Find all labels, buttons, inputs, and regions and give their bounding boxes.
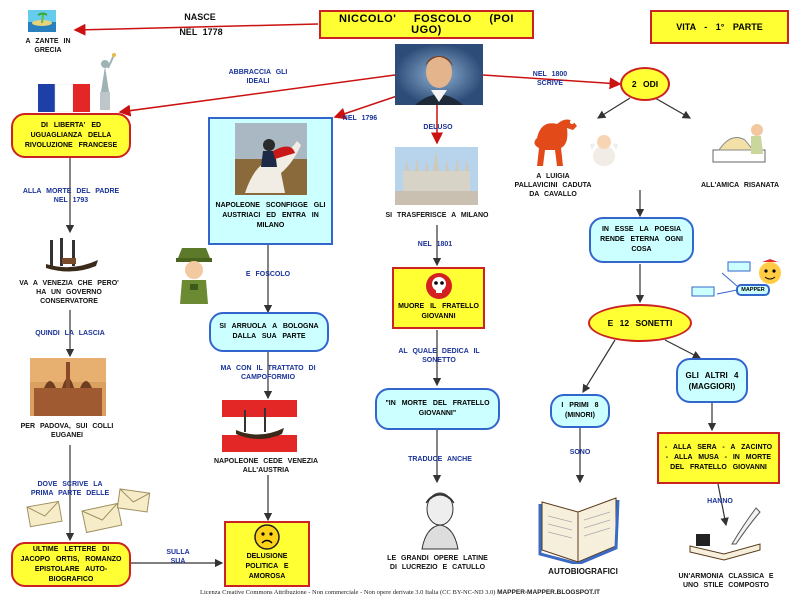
al-quale-link: AL QUALE DEDICA IL SONETTO (398, 348, 480, 364)
letters-image (22, 485, 157, 540)
site-link[interactable]: MAPPER-MAPPER.BLOGSPOT.IT (497, 589, 601, 596)
liberty-statue-image (92, 52, 118, 110)
mapper-badge: MAPPER (736, 284, 770, 296)
hanno-link: HANNO (707, 498, 733, 505)
skull-icon (425, 272, 453, 300)
due-odi-ellipse: 2 ODI (620, 67, 670, 101)
maggiori-box: GLI ALTRI 4 (MAGGIORI) (676, 358, 748, 403)
french-flag-image (38, 83, 90, 113)
sonetti-ellipse: E 12 SONETTI (588, 304, 692, 342)
vita-box: VITA - 1° PARTE (650, 10, 789, 44)
sad-face-icon (254, 524, 280, 550)
dove-link: DOVE SCRIVE LA PRIMA PARTE DELLE (30, 481, 110, 497)
quill-book-image (686, 504, 768, 570)
milano-text: SI TRASFERISCE A MILANO (385, 212, 489, 219)
napoleone-box: NAPOLEONE SCONFIGGE GLI AUSTRIACI ED ENT… (208, 117, 333, 245)
bologna-box: SI ARRUOLA A BOLOGNA DALLA SUA PARTE (209, 312, 329, 352)
poet-bust-image (412, 485, 468, 551)
nel1801-link: NEL 1801 (417, 241, 453, 248)
milan-cathedral-image (395, 147, 478, 205)
minori-box: I PRIMI 8 (MINORI) (550, 394, 610, 428)
delusione-box: DELUSIONE POLITICA E AMOROSA (224, 521, 310, 587)
armonia-text: UN'ARMONIA CLASSICA E UNO STILE COMPOSTO (678, 573, 774, 589)
nel1800-link: NEL 1800 SCRIVE (532, 71, 568, 87)
morte-padre-link: ALLA MORTE DEL PADRE NEL 1793 (22, 188, 120, 204)
delusione-text: DELUSIONE POLITICA E AMOROSA (245, 553, 289, 580)
angel-image (587, 132, 621, 168)
pallavicini-text: A LUIGIA PALLAVICINI CADUTA DA CAVALLO (514, 173, 592, 198)
foscolo-portrait (395, 44, 483, 105)
in-morte-box: "IN MORTE DEL FRATELLO GIOVANNI" (375, 388, 500, 430)
title-box: NICCOLO' FOSCOLO (POI UGO) (319, 10, 534, 39)
zante-island-image (28, 10, 56, 32)
cede-text: NAPOLEONE CEDE VENEZIA ALL'AUSTRIA (213, 458, 318, 474)
footer: Licenza Creative Commons Attribuzione - … (0, 589, 800, 596)
autobiografici-text: AUTOBIOGRAFICI (548, 567, 618, 576)
quindi-link: QUINDI LA LASCIA (35, 330, 105, 337)
fratello-box: MUORE IL FRATELLO GIOVANNI (392, 267, 485, 329)
nasce-label: NASCE (184, 12, 216, 22)
zante-text: A ZANTE IN GRECIA (25, 38, 71, 54)
abbraccia-link: ABBRACCIA GLI IDEALI (228, 69, 288, 85)
sulla-link: SULLA SUA (166, 549, 190, 565)
year-1778-label: NEL 1778 (179, 27, 223, 37)
amica-text: ALL'AMICA RISANATA (700, 182, 780, 189)
mapper-mascot-image (690, 259, 790, 307)
austria-flag-gondola-image (222, 400, 297, 452)
sono-link: SONO (569, 449, 591, 456)
traduce-link: TRADUCE ANCHE (408, 456, 472, 463)
napoleone-text: NAPOLEONE SCONFIGGE GLI AUSTRIACI ED ENT… (215, 202, 326, 229)
padova-basilica-image (30, 358, 106, 416)
poesia-box: IN ESSE LA POESIA RENDE ETERNA OGNI COSA (589, 217, 694, 263)
e-foscolo-link: E FOSCOLO (245, 271, 291, 278)
fratello-text: MUORE IL FRATELLO GIOVANNI (398, 303, 479, 320)
zacinto-box: - ALLA SERA - A ZACINTO - ALLA MUSA - IN… (657, 432, 780, 484)
napoleon-horse-image (234, 123, 307, 195)
ideali-box: DI LIBERTA' ED UGUAGLIANZA DELLA RIVOLUZ… (11, 113, 131, 158)
ortis-box: ULTIME LETTERE DI JACOPO ORTIS, ROMANZO … (11, 542, 131, 587)
padova-text: PER PADOVA, SUI COLLI EUGANEI (20, 423, 114, 439)
nel1796-link: NEL 1796 (342, 115, 378, 122)
grandi-text: LE GRANDI OPERE LATINE DI LUCREZIO E CAT… (387, 555, 488, 571)
venezia-text: VA A VENEZIA CHE PERO' HA UN GOVERNO CON… (19, 280, 119, 305)
sick-friend-image (705, 110, 773, 172)
deluso-link: DELUSO (423, 124, 453, 131)
soldier-image (172, 244, 216, 306)
open-book-image (538, 484, 620, 566)
license-text: Licenza Creative Commons Attribuzione - … (199, 589, 496, 596)
fallen-horse-image (527, 108, 585, 170)
ma-con-link: MA CON IL TRATTATO DI CAMPOFORMIO (220, 365, 316, 381)
gondola-image (44, 236, 100, 272)
